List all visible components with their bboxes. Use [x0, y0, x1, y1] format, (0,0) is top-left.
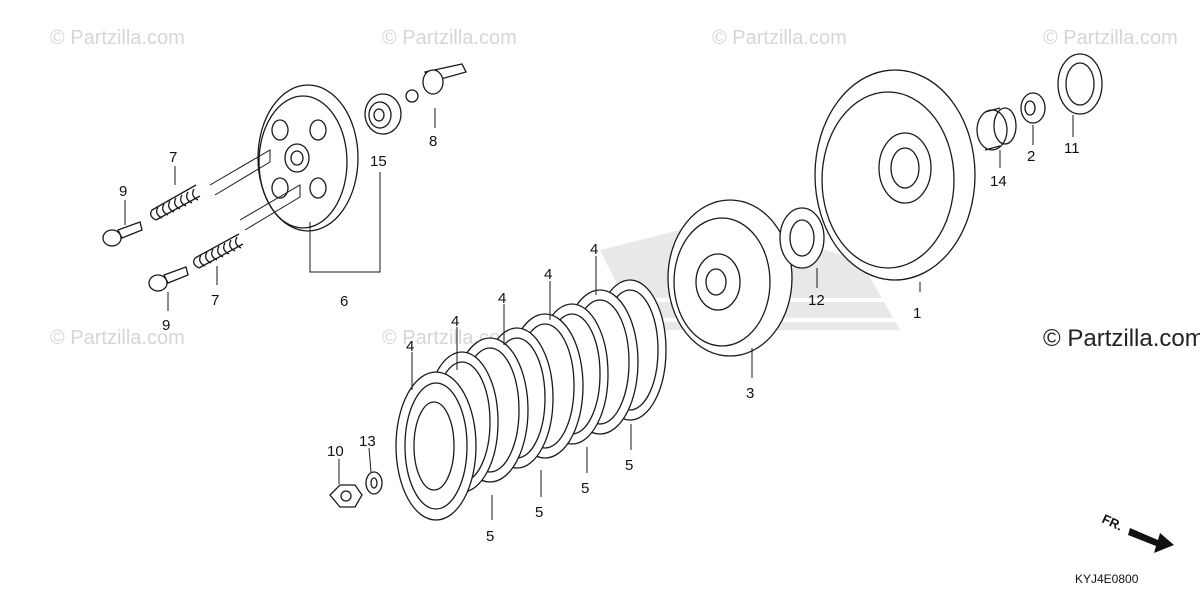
callout-15[interactable]: 15	[370, 153, 387, 170]
watermark-text: © Partzilla.com	[382, 27, 517, 49]
callout-14[interactable]: 14	[990, 173, 1007, 190]
callout-3[interactable]: 3	[746, 385, 754, 402]
callout-4[interactable]: 4	[544, 266, 552, 283]
bushing[interactable]	[1020, 92, 1046, 124]
lifter-rod[interactable]	[405, 63, 467, 103]
leader-lines	[124, 108, 1074, 520]
callout-4[interactable]: 4	[590, 241, 598, 258]
callout-11[interactable]: 11	[1064, 140, 1080, 157]
bolt-lower[interactable]	[148, 266, 189, 292]
callout-6[interactable]: 6	[340, 293, 348, 310]
callout-labels: 1 2 3 4 4 4 4 4 5 5 5 5 6 7 7 8 9 9 10 1…	[119, 133, 1080, 545]
pressure-plate[interactable]	[257, 84, 359, 232]
front-direction-indicator: FR.	[1100, 511, 1174, 553]
lock-washer[interactable]	[365, 471, 383, 495]
front-arrow-icon	[1128, 528, 1174, 553]
watermark-text: © Partzilla.com	[50, 27, 185, 49]
clutch-outer[interactable]	[814, 69, 976, 281]
partzilla-watermark: © Partzilla.com	[1043, 325, 1200, 352]
callout-8[interactable]: 8	[429, 133, 437, 150]
callout-5[interactable]: 5	[581, 480, 589, 497]
clutch-spring-lower[interactable]	[193, 233, 244, 269]
callout-10[interactable]: 10	[327, 443, 344, 460]
callout-2[interactable]: 2	[1027, 148, 1035, 165]
callout-4[interactable]: 4	[406, 338, 414, 355]
callout-12[interactable]: 12	[808, 292, 825, 309]
callout-7[interactable]: 7	[211, 292, 219, 309]
callout-7[interactable]: 7	[169, 149, 177, 166]
bearing[interactable]	[364, 93, 402, 135]
diagram-code: KYJ4E0800	[1075, 572, 1139, 586]
clutch-disc-stack[interactable]	[395, 279, 667, 521]
watermark-text: © Partzilla.com	[50, 327, 185, 349]
callout-5[interactable]: 5	[625, 457, 633, 474]
clutch-center[interactable]	[667, 199, 793, 357]
clutch-spring-upper[interactable]	[150, 184, 201, 221]
explode-lines	[209, 149, 301, 231]
callout-9[interactable]: 9	[162, 317, 170, 334]
watermark-text: © Partzilla.com	[1043, 27, 1178, 49]
thrust-washer[interactable]	[779, 207, 825, 269]
front-direction-label: FR.	[1100, 511, 1125, 533]
callout-5[interactable]: 5	[486, 528, 494, 545]
callout-9[interactable]: 9	[119, 183, 127, 200]
lock-nut[interactable]	[329, 484, 363, 508]
callout-1[interactable]: 1	[913, 305, 921, 322]
callout-5[interactable]: 5	[535, 504, 543, 521]
bolt-upper[interactable]	[102, 221, 143, 247]
watermark-text: © Partzilla.com	[712, 27, 847, 49]
callout-4[interactable]: 4	[498, 290, 506, 307]
callout-13[interactable]: 13	[359, 433, 376, 450]
washer[interactable]	[1057, 53, 1103, 115]
needle-bearing[interactable]	[976, 107, 1017, 151]
callout-4[interactable]: 4	[451, 313, 459, 330]
